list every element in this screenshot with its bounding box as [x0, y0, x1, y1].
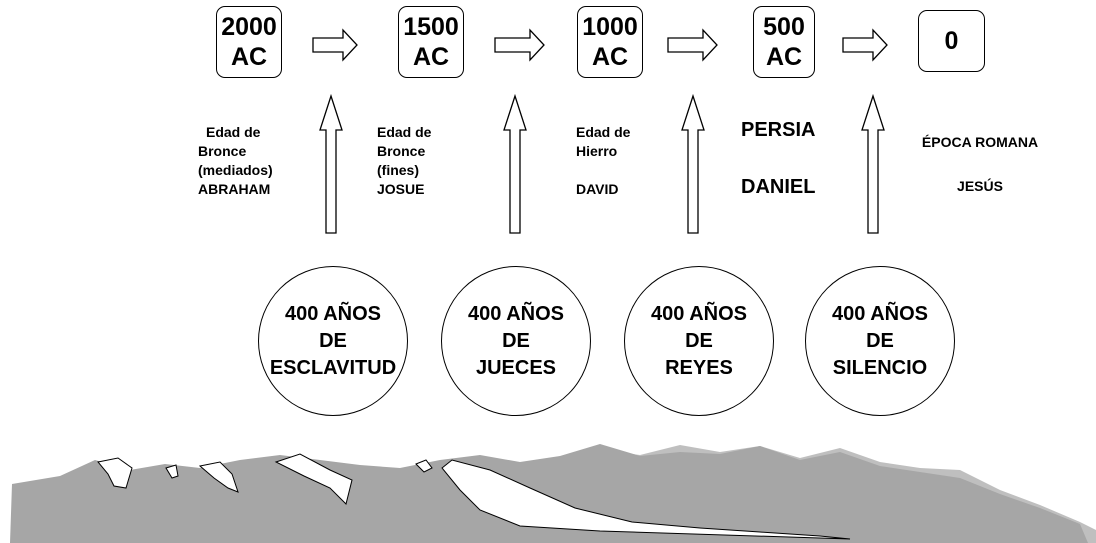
period-line: SILENCIO: [832, 356, 928, 379]
snow-patch: [165, 464, 179, 479]
period-line: 400 AÑOS: [832, 302, 928, 325]
era-label-daniel: PERSIA DANIEL: [741, 118, 815, 199]
era-line: Hierro: [576, 143, 618, 159]
mountain-range: [10, 444, 1096, 543]
era-line: (fines): [377, 162, 419, 178]
up-arrow-icon: [681, 93, 705, 234]
era-line: PERSIA: [741, 119, 816, 141]
right-arrow-icon: [667, 28, 718, 62]
era-line: Edad de: [377, 124, 432, 140]
mountain-silhouette: [10, 444, 1088, 543]
period-line: DE: [319, 329, 347, 352]
snow-patch: [415, 459, 433, 473]
era-line: ÉPOCA ROMANA: [921, 134, 1039, 150]
period-line: DE: [502, 329, 530, 352]
period-line: REYES: [665, 356, 733, 379]
up-arrow-icon: [503, 93, 527, 234]
era-line: ABRAHAM: [198, 181, 271, 197]
era-label-david: Edad de Hierro DAVID: [576, 123, 630, 199]
era-line: Bronce: [377, 143, 426, 159]
period-line: 400 AÑOS: [285, 302, 381, 325]
snow-patch: [97, 457, 133, 489]
year-number: 1000: [582, 13, 638, 41]
period-circle-jueces: 400 AÑOS DE JUECES: [441, 266, 591, 416]
year-box-0: 0: [918, 10, 985, 72]
year-suffix: AC: [412, 43, 450, 71]
period-line: DE: [866, 329, 894, 352]
period-circle-silencio: 400 AÑOS DE SILENCIO: [805, 266, 955, 416]
year-number: 2000: [221, 13, 277, 41]
year-suffix: AC: [591, 43, 629, 71]
snow-patch: [198, 461, 239, 493]
era-line: Edad de: [576, 124, 631, 140]
period-line: DE: [685, 329, 713, 352]
period-line: JUECES: [475, 356, 557, 379]
snow-patch: [441, 459, 851, 540]
year-number: 500: [763, 13, 805, 41]
period-circle-esclavitud: 400 AÑOS DE ESCLAVITUD: [258, 266, 408, 416]
up-arrow-icon: [861, 93, 885, 234]
year-number: 0: [944, 27, 959, 55]
year-suffix: AC: [765, 43, 803, 71]
era-line: Edad de: [206, 124, 261, 140]
right-arrow-icon: [494, 28, 545, 62]
snow-patch: [274, 453, 353, 505]
era-label-jesus: ÉPOCA ROMANA JESÚS: [902, 133, 1058, 196]
era-line: DANIEL: [741, 176, 816, 198]
era-line: JESÚS: [957, 178, 1003, 194]
right-arrow-icon: [842, 28, 888, 62]
era-line: JOSUE: [377, 181, 425, 197]
year-number: 1500: [403, 13, 459, 41]
up-arrow-icon: [319, 93, 343, 234]
era-label-josue: Edad de Bronce (fines) JOSUE: [377, 123, 431, 199]
era-label-abraham: Edad de Bronce (mediados) ABRAHAM: [198, 123, 273, 199]
year-suffix: AC: [230, 43, 268, 71]
era-line: DAVID: [576, 181, 619, 197]
period-line: 400 AÑOS: [651, 302, 747, 325]
era-line: (mediados): [198, 162, 273, 178]
period-circle-reyes: 400 AÑOS DE REYES: [624, 266, 774, 416]
right-arrow-icon: [312, 28, 358, 62]
era-line: Bronce: [198, 143, 247, 159]
period-line: ESCLAVITUD: [269, 356, 397, 379]
period-line: 400 AÑOS: [468, 302, 564, 325]
